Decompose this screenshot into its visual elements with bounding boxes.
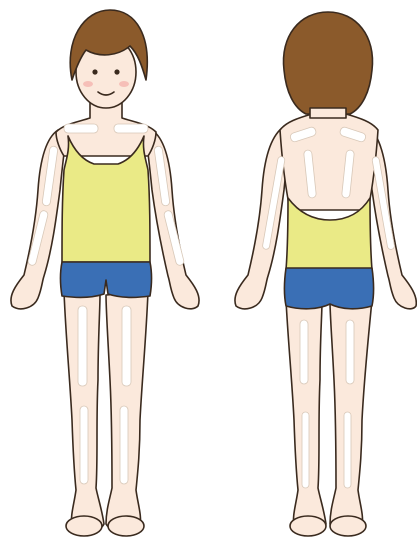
back-hair (283, 12, 372, 114)
front-right-eye (114, 69, 119, 74)
front-left-eye (92, 69, 97, 74)
front-strip-right-thigh (122, 306, 131, 386)
front-left-blush (83, 81, 93, 87)
front-strip-left-shin (80, 406, 88, 484)
front-strip-left-shoulder (64, 124, 98, 133)
front-strip-right-shoulder (114, 124, 148, 133)
front-shorts (61, 262, 152, 297)
back-left-foot (290, 516, 326, 536)
back-neck (310, 108, 346, 118)
back-strip-left-thigh (300, 320, 308, 384)
front-left-foot (66, 516, 102, 536)
back-shorts (285, 268, 374, 309)
front-figure (11, 10, 199, 536)
front-right-foot (108, 516, 144, 536)
back-right-foot (330, 516, 366, 536)
front-strip-right-shin (120, 406, 128, 484)
back-figure (235, 12, 416, 536)
front-strip-left-thigh (78, 306, 87, 386)
front-right-blush (119, 81, 129, 87)
back-strip-right-calf (344, 412, 351, 488)
back-strip-right-thigh (346, 320, 354, 384)
back-strip-left-calf (302, 412, 309, 488)
